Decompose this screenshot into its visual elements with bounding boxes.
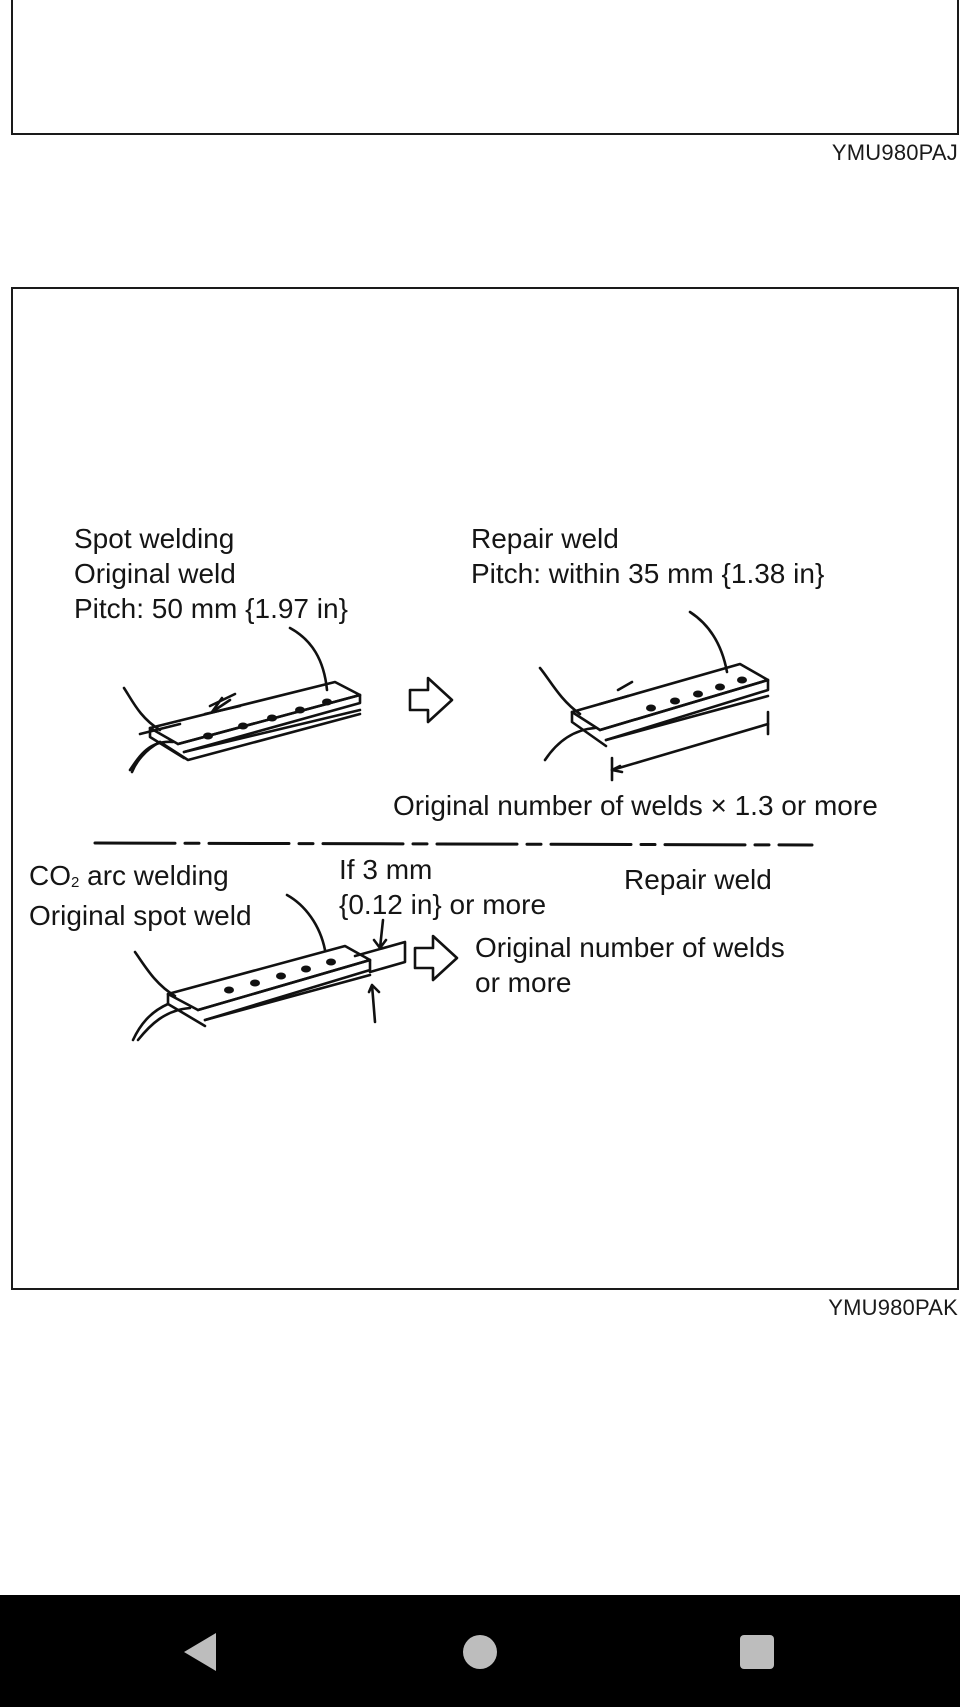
figure-ymu980paj <box>11 0 959 135</box>
circle-home-icon <box>463 1635 497 1669</box>
multiplier-note: Original number of welds × 1.3 or more <box>393 790 878 821</box>
arrow-icon <box>408 676 454 724</box>
co2-arc-welding-label: CO2 arc welding Original spot weld <box>29 860 252 931</box>
navigation-bar <box>0 1595 960 1707</box>
separator-line <box>93 841 814 847</box>
triangle-back-icon <box>184 1633 216 1671</box>
repair-weld-bottom-label: Repair weld <box>624 864 772 895</box>
welding-diagram <box>93 610 814 1042</box>
bottom-result-label: Original number of welds or more <box>475 932 785 998</box>
original-spot-weld-panel <box>122 626 362 774</box>
co2-arc-weld-panel <box>131 893 407 1042</box>
thickness-label: If 3 mm {0.12 in} or more <box>339 854 547 920</box>
square-recents-icon <box>740 1635 774 1669</box>
figure-code: YMU980PAK <box>828 1295 958 1320</box>
repair-weld-panel <box>538 610 770 782</box>
home-button[interactable] <box>448 1620 512 1684</box>
recents-button[interactable] <box>725 1620 789 1684</box>
spot-welding-label: Spot welding Original weld Pitch: 50 mm … <box>74 523 348 624</box>
figure-ymu980pak <box>11 287 959 1290</box>
back-button[interactable] <box>168 1620 232 1684</box>
arrow-icon <box>413 934 459 982</box>
figure-code: YMU980PAJ <box>831 140 958 165</box>
repair-weld-top-label: Repair weld Pitch: within 35 mm {1.38 in… <box>471 523 825 589</box>
